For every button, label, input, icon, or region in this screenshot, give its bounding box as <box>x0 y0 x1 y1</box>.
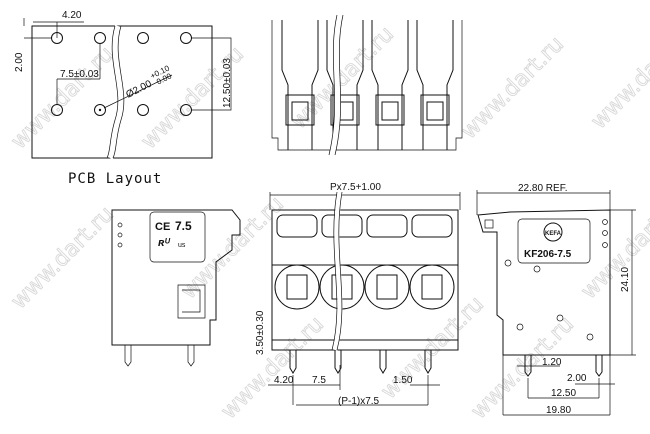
dim-pin-offset: 2.00 <box>567 373 587 384</box>
break-line <box>106 25 119 159</box>
dim-base: 19.80 <box>546 405 571 416</box>
watermark: www.dart.ru <box>587 22 650 134</box>
dim-hole: Ø2.00 <box>124 78 154 100</box>
ul-mark-icon: ʀᵁ <box>158 237 170 249</box>
pcb-holes <box>51 32 192 116</box>
dim-span: (P-1)x7.5 <box>338 396 380 407</box>
watermark: www.dart.ru <box>457 32 569 144</box>
dim-height: 24.10 <box>620 267 631 292</box>
dim-offset-x: 4.20 <box>62 10 82 21</box>
model-label: KF206-7.5 <box>524 249 572 260</box>
ce-mark: CE <box>155 221 170 233</box>
pcb-outline <box>31 25 213 159</box>
front-view: Px7.5+1.00 4.20 7.5 1.50 (P-1)x7.5 3.50±… <box>255 182 461 407</box>
watermark: www.dart.ru <box>7 202 119 314</box>
brand-label: KEFA <box>545 231 562 237</box>
dim-width: Px7.5+1.00 <box>330 182 381 193</box>
top-view <box>271 14 463 156</box>
dim-depth-ref: 22.80 REF. <box>518 183 567 194</box>
left-side-view: CE 7.5 ʀᵁ us <box>111 209 241 367</box>
right-side-view: 22.80 REF. KEFA KF206-7.5 24.10 1.20 2.0… <box>476 183 636 416</box>
dim-pin-width: 1.20 <box>542 357 562 368</box>
ul-suffix: us <box>178 242 186 249</box>
dim-pin: 1.50 <box>393 375 413 386</box>
pcb-layout-title: PCB Layout <box>68 171 162 187</box>
dim-pin-length: 3.50±0.30 <box>255 310 266 355</box>
dim-edge: 4.20 <box>274 375 294 386</box>
dim-offset-y: 2.00 <box>14 52 25 72</box>
pitch-label: 7.5 <box>175 219 192 233</box>
kefa-logo-icon <box>543 222 563 242</box>
dim-pitch-front: 7.5 <box>312 375 326 386</box>
watermark: www.dart.ru <box>577 192 650 304</box>
pcb-layout-view: 4.20 2.00 7.5±0.03 Ø2.00 +0.10 0.00 12.5… <box>14 10 233 187</box>
dim-row-spacing: 12.50±0.03 <box>222 58 233 108</box>
watermark: www.dart.ru <box>217 312 329 424</box>
dim-pin-spacing: 12.50 <box>551 388 576 399</box>
dim-pitch: 7.5±0.03 <box>60 69 99 80</box>
